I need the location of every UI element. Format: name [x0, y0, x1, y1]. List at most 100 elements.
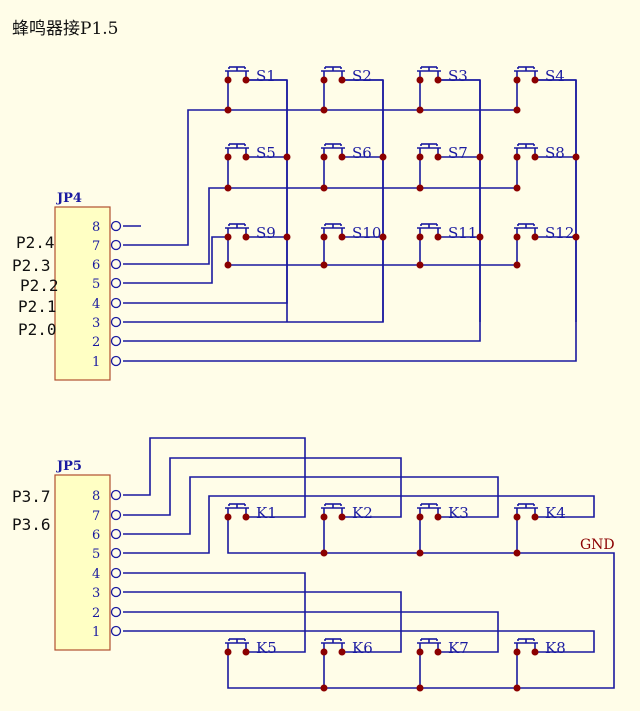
push-switch-s6: S6	[321, 143, 372, 162]
junction-dot	[416, 153, 424, 161]
junction-dot	[320, 549, 328, 557]
jp4-pin-terminal	[110, 220, 122, 232]
switch-label: S1	[256, 67, 276, 85]
gnd-rail	[227, 517, 615, 689]
jp4-pin6-row2	[123, 187, 228, 265]
jp4-pin-terminal	[110, 335, 122, 347]
junction-dot	[513, 106, 521, 114]
column-rail-stub	[535, 79, 577, 322]
jp5-key-bottom-2	[123, 591, 402, 653]
junction-dot	[531, 648, 539, 656]
port-label-jp4: P2.1	[18, 297, 57, 316]
push-switch-s8: S8	[514, 143, 565, 162]
junction-dot	[416, 184, 424, 192]
junction-dot	[320, 233, 328, 241]
jp5-pin-terminal	[110, 547, 122, 559]
junction-dot	[320, 684, 328, 692]
column-rail-stub	[246, 79, 288, 322]
junction-dot	[338, 513, 346, 521]
junction-dot	[338, 76, 346, 84]
junction-dot	[513, 76, 521, 84]
junction-dot	[379, 153, 387, 161]
push-switch-k5: K5	[225, 638, 277, 657]
jp4-pin-terminal	[110, 297, 122, 309]
junctions	[224, 76, 580, 692]
junction-dot	[513, 153, 521, 161]
jp5-pin-number: 1	[92, 625, 100, 640]
junction-dot	[531, 233, 539, 241]
jp4-pin-number: 3	[92, 316, 100, 331]
junction-dot	[283, 153, 291, 161]
jp5-pin-terminal	[110, 586, 122, 598]
push-switch-k6: K6	[321, 638, 373, 657]
switch-label: K2	[352, 504, 373, 522]
column-rail-stub	[342, 79, 384, 322]
port-label-jp4: P2.3	[12, 256, 51, 275]
junction-dot	[242, 233, 250, 241]
switch-label: S12	[545, 224, 574, 242]
push-switch-k3: K3	[417, 503, 469, 522]
port-label-jp4: P2.0	[18, 320, 57, 339]
push-switch-k8: K8	[514, 638, 566, 657]
junction-dot	[224, 233, 232, 241]
jp4-pin-number: 4	[92, 297, 100, 312]
gnd-label: GND	[580, 537, 615, 553]
junction-dot	[416, 513, 424, 521]
junction-dot	[242, 76, 250, 84]
junction-dot	[416, 549, 424, 557]
junction-dot	[320, 261, 328, 269]
switch-label: S3	[448, 67, 468, 85]
junction-dot	[434, 648, 442, 656]
junction-dot	[338, 233, 346, 241]
switch-label: K6	[352, 639, 373, 657]
wires	[123, 79, 615, 689]
jp5-pin-terminal	[110, 528, 122, 540]
junction-dot	[283, 233, 291, 241]
switch-label: K1	[256, 504, 277, 522]
switch-label: K7	[448, 639, 469, 657]
jp5-pin-number: 3	[92, 586, 100, 601]
jp4-column-2	[123, 80, 384, 323]
jp4-header-body	[54, 206, 111, 381]
junction-dot	[224, 76, 232, 84]
push-switch-s10: S10	[321, 223, 381, 242]
junction-dot	[513, 549, 521, 557]
port-labels: P2.4P2.3P2.2P2.1P2.0P3.7P3.6	[12, 233, 59, 534]
junction-dot	[531, 153, 539, 161]
junction-dot	[572, 233, 580, 241]
jp4-pin-number: 7	[92, 239, 100, 254]
jp4-pin-number: 8	[92, 220, 100, 235]
jp4-pin-number: 6	[92, 258, 100, 273]
junction-dot	[513, 261, 521, 269]
jp4-pin-terminal	[110, 355, 122, 367]
jp5-header-name: JP5	[56, 459, 82, 474]
jp5-key-top-1	[123, 437, 306, 518]
jp5-pin-number: 8	[92, 489, 100, 504]
jp5-key-top-4	[123, 495, 595, 554]
jp5-pin-number: 6	[92, 528, 100, 543]
push-switch-k2: K2	[321, 503, 373, 522]
column-rail-stub	[438, 79, 481, 322]
switch-label: S9	[256, 224, 276, 242]
jp4-pin7-row1	[123, 109, 228, 246]
jp4-pin-number: 5	[92, 277, 100, 292]
junction-dot	[476, 233, 484, 241]
port-label-jp5: P3.6	[12, 515, 51, 534]
junction-dot	[320, 184, 328, 192]
jp5-pin-terminal	[110, 509, 122, 521]
junction-dot	[224, 153, 232, 161]
junction-dot	[434, 513, 442, 521]
jp5-pin-terminal	[110, 606, 122, 618]
jp4-column-4	[123, 80, 577, 362]
junction-dot	[513, 684, 521, 692]
junction-dot	[242, 648, 250, 656]
junction-dot	[416, 261, 424, 269]
junction-dot	[320, 648, 328, 656]
junction-dot	[338, 648, 346, 656]
jp5-pin-terminal	[110, 489, 122, 501]
jp5-pin-number: 4	[92, 567, 100, 582]
junction-dot	[320, 513, 328, 521]
junction-dot	[379, 233, 387, 241]
push-switch-s9: S9	[225, 223, 276, 242]
